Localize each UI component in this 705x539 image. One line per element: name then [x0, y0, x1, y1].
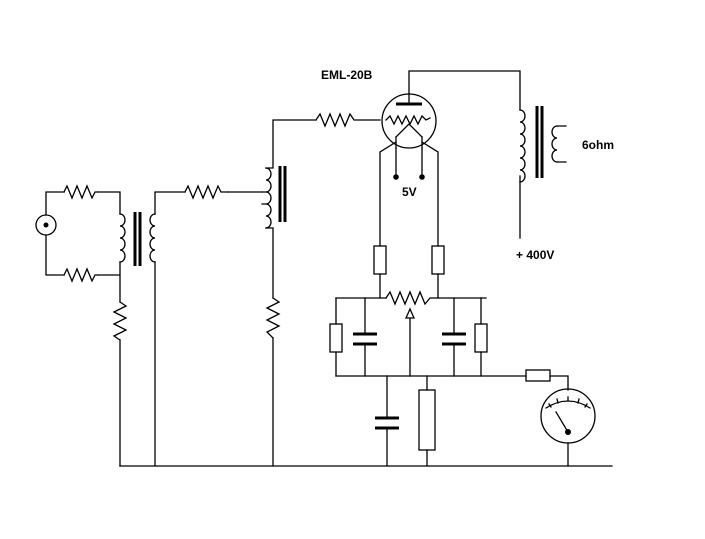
bypass-capacitor-left [353, 332, 377, 346]
hum-balance-pot [385, 290, 487, 306]
cathode-resistor-left [329, 323, 343, 353]
input-bias-resistor [112, 301, 128, 341]
cathode-resistor [418, 389, 436, 451]
filament-resistor-left [373, 245, 387, 275]
output-transformer [519, 106, 567, 183]
tube-label: EML-20B [321, 68, 373, 82]
meter-resistor [525, 369, 551, 382]
cathode-capacitor [375, 416, 399, 430]
triode-tube [381, 93, 437, 149]
current-meter [540, 388, 596, 444]
bypass-capacitor-right [442, 332, 466, 346]
input-transformer [119, 212, 156, 266]
supply-label: + 400V [516, 248, 554, 262]
grid-resistor [315, 112, 381, 128]
speaker-label: 6ohm [582, 138, 614, 152]
interstage-transformer [261, 166, 287, 229]
filament-supply [393, 147, 425, 180]
cathode-resistor-right [474, 323, 488, 353]
interstage-resistor [184, 184, 229, 200]
input-resistor-bottom [63, 267, 99, 283]
input-wiring [45, 191, 121, 303]
filament-resistor-right [431, 245, 445, 275]
input-resistor-top [63, 184, 99, 200]
input-jack [35, 214, 57, 236]
grid-return-resistor [265, 297, 281, 339]
filament-label: 5V [402, 185, 417, 199]
